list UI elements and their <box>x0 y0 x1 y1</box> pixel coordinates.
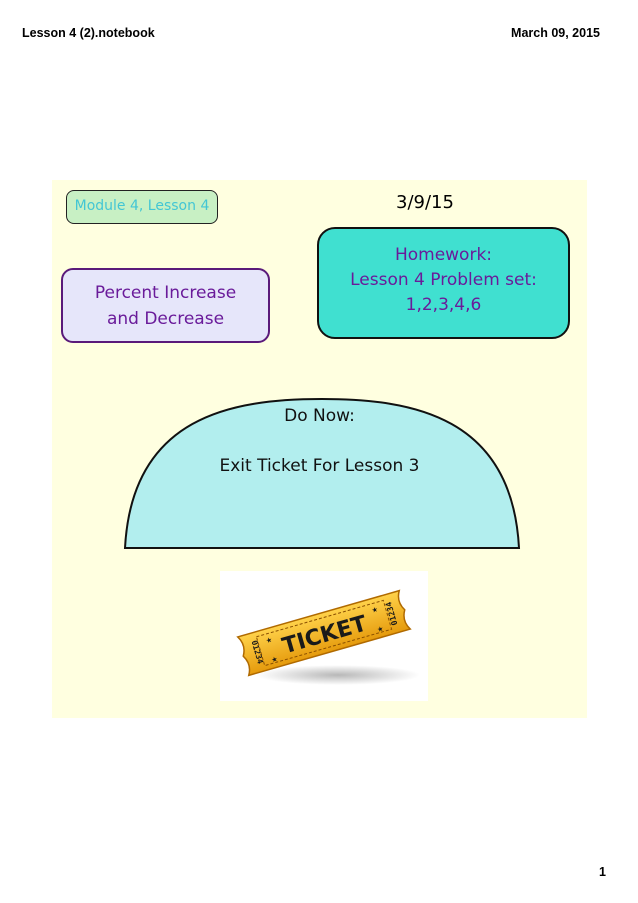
topic-box: Percent Increase and Decrease <box>61 268 270 343</box>
ticket-image: TICKET 01234 01234 ★ ★ ★ ★ <box>220 571 428 701</box>
homework-box: Homework: Lesson 4 Problem set: 1,2,3,4,… <box>317 227 570 339</box>
do-now-title: Do Now: <box>284 406 355 426</box>
ticket-icon: TICKET 01234 01234 ★ ★ ★ ★ <box>236 589 420 685</box>
notebook-slide: Module 4, Lesson 4 3/9/15 Percent Increa… <box>52 180 587 718</box>
module-label: Module 4, Lesson 4 <box>74 198 210 214</box>
svg-text:★: ★ <box>270 655 278 664</box>
topic-line-2: and Decrease <box>106 309 225 329</box>
document-date: March 09, 2015 <box>511 26 600 40</box>
homework-line-2: Lesson 4 Problem set: <box>350 270 537 290</box>
svg-text:★: ★ <box>376 625 384 634</box>
homework-line-3: 1,2,3,4,6 <box>405 295 482 315</box>
topic-line-1: Percent Increase <box>94 283 237 303</box>
svg-text:★: ★ <box>371 605 379 614</box>
do-now-body: Exit Ticket For Lesson 3 <box>219 456 420 476</box>
document-filename: Lesson 4 (2).notebook <box>22 26 155 40</box>
svg-text:★: ★ <box>265 636 273 645</box>
slide-date: 3/9/15 <box>396 192 454 213</box>
module-label-box: Module 4, Lesson 4 <box>66 190 218 224</box>
page-number: 1 <box>599 865 606 879</box>
do-now-semicircle <box>123 397 521 549</box>
homework-line-1: Homework: <box>394 245 493 265</box>
